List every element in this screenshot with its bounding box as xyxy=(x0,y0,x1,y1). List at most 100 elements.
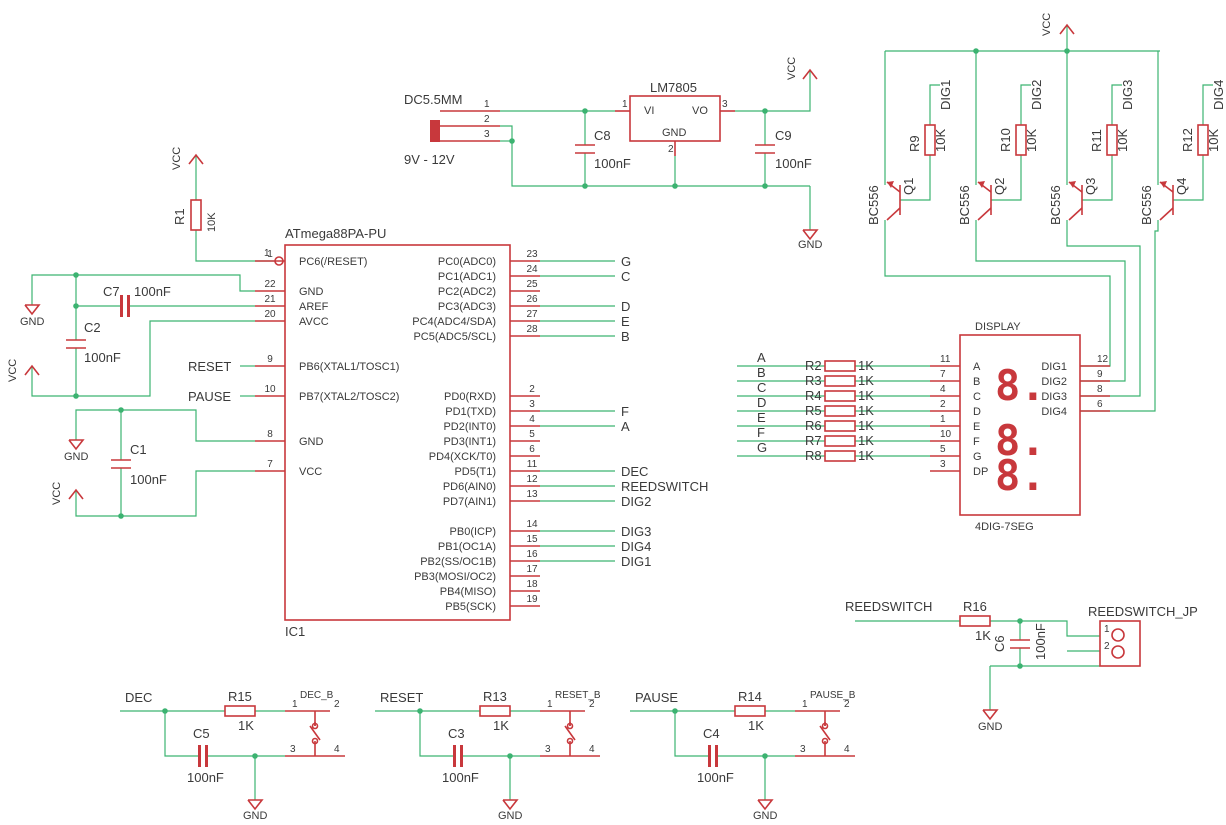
display-pin-number: 1 xyxy=(940,414,946,425)
junction-dot xyxy=(73,393,79,399)
resistor-name: R7 xyxy=(805,433,822,448)
net-label: E xyxy=(757,410,766,425)
wire xyxy=(500,125,513,141)
display-pin-label: E xyxy=(973,421,980,433)
net-label: F xyxy=(757,425,765,440)
net-label: C xyxy=(757,380,766,395)
resistor-value: 1K xyxy=(858,373,874,388)
q-arrow xyxy=(978,181,985,188)
gnd-symbol xyxy=(502,799,519,811)
ic1-pin-label: PC0(ADC0) xyxy=(438,256,496,268)
button-resistor xyxy=(734,705,766,717)
switch-contact xyxy=(821,722,829,730)
wire xyxy=(75,409,255,442)
ic1-pin-number: 11 xyxy=(527,459,538,470)
display-pin-label: DIG1 xyxy=(1041,361,1067,373)
dig-label: DIG1 xyxy=(938,80,953,110)
dig-label: DIG2 xyxy=(1029,80,1044,110)
c2-value: 100nF xyxy=(84,350,121,365)
display-pin-label: D xyxy=(973,406,981,418)
display-pin-label: C xyxy=(973,391,981,403)
net-label: B xyxy=(621,329,630,344)
ic1-pin-label: PB0(ICP) xyxy=(450,526,496,538)
ic1-pin-label: PD5(T1) xyxy=(454,466,496,478)
ic1-pin-number: 23 xyxy=(526,249,538,260)
net-label: PAUSE xyxy=(635,690,678,705)
ic1-reset-bubble xyxy=(274,256,284,266)
wire xyxy=(674,711,708,757)
ic1-pin-number: 5 xyxy=(529,429,535,440)
resistor-name: R10 xyxy=(998,128,1013,152)
resistor-name: R9 xyxy=(907,135,922,152)
switch-pin: 3 xyxy=(800,744,806,755)
seven-seg-digit: 8. xyxy=(995,361,1046,410)
q-collector xyxy=(1068,207,1083,221)
ic1-pin-number: 12 xyxy=(526,474,538,485)
ic1-name: IC1 xyxy=(285,624,305,639)
segment-resistor xyxy=(824,420,856,432)
reed-jumper-name: REEDSWITCH_JP xyxy=(1088,604,1198,619)
gnd-label: GND xyxy=(64,451,89,463)
gnd-symbol xyxy=(68,439,85,451)
ic1-pin-number: 14 xyxy=(526,519,538,530)
junction-dot xyxy=(672,183,678,189)
resistor-name: R11 xyxy=(1089,129,1104,152)
switch-line xyxy=(819,725,831,741)
c1-name: C1 xyxy=(130,442,147,457)
ic1-pin-label: PB7(XTAL2/TOSC2) xyxy=(299,391,399,403)
junction-dot xyxy=(582,183,588,189)
display-pin-number: 12 xyxy=(1097,354,1109,365)
base-resistor xyxy=(924,124,936,156)
resistor-name: R4 xyxy=(805,388,822,403)
transistor-type: BC556 xyxy=(1048,185,1063,225)
button-cap-plate xyxy=(198,745,201,767)
ic1-pin-label: GND xyxy=(299,436,324,448)
vcc-arrow xyxy=(24,364,40,376)
resistor-value: 10K xyxy=(1115,129,1130,152)
ic1-pin-label: GND xyxy=(299,286,324,298)
dig-label: DIG3 xyxy=(1120,80,1135,110)
ic1-pin-label: PB3(MOSI/OC2) xyxy=(414,571,496,583)
resistor-value: 1K xyxy=(858,448,874,463)
q-collector xyxy=(977,207,992,221)
net-label: DIG4 xyxy=(621,539,651,554)
wire xyxy=(991,155,1022,201)
resistor-value: 1K xyxy=(858,433,874,448)
ic1-pin-label: PD0(RXD) xyxy=(444,391,496,403)
vcc-label: VCC xyxy=(786,57,798,80)
jack-pin-number: 2 xyxy=(484,114,490,125)
switch-pin: 2 xyxy=(334,699,340,710)
wire xyxy=(1066,230,1141,397)
net-label: F xyxy=(621,404,629,419)
cap-value: 100nF xyxy=(442,770,479,785)
r16-value: 1K xyxy=(975,628,991,643)
resistor-value: 1K xyxy=(858,358,874,373)
switch-line xyxy=(564,725,576,741)
q-arrow xyxy=(1069,181,1076,188)
net-label: DIG2 xyxy=(621,494,651,509)
switch-name: DEC_B xyxy=(300,690,334,701)
ic1-pin-label: PB4(MISO) xyxy=(440,586,496,598)
gnd-label: GND xyxy=(20,316,45,328)
cap-name: C3 xyxy=(448,726,465,741)
wire xyxy=(900,155,931,201)
switch-pin: 4 xyxy=(589,744,595,755)
regulator-name: LM7805 xyxy=(650,80,697,95)
wire xyxy=(735,70,811,112)
wire xyxy=(511,141,810,187)
gnd-label: GND xyxy=(243,810,268,822)
net-label: DIG3 xyxy=(621,524,651,539)
resistor-name: R12 xyxy=(1180,128,1195,152)
wire xyxy=(1202,84,1213,125)
display-pin-number: 7 xyxy=(940,369,946,380)
ic1-pin-number: 18 xyxy=(526,579,538,590)
q-arrow xyxy=(1160,181,1167,188)
button-cap-plate xyxy=(715,745,718,767)
net-label: D xyxy=(621,299,630,314)
net-label: D xyxy=(757,395,766,410)
net-label: RESET xyxy=(380,690,423,705)
junction-dot xyxy=(762,183,768,189)
transistor-name: Q3 xyxy=(1083,178,1098,195)
display-pin-label: DIG3 xyxy=(1041,391,1067,403)
junction-dot xyxy=(118,513,124,519)
